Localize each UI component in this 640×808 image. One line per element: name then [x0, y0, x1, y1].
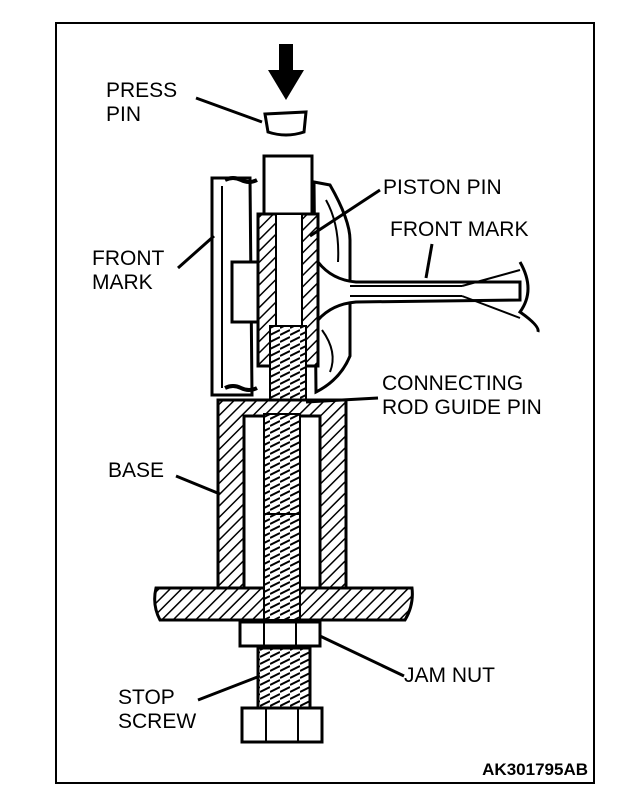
- front-mark-right-leader: [424, 243, 434, 279]
- piston-pin-leader: [309, 188, 381, 238]
- guide-pin-leader: [305, 396, 379, 404]
- front-mark-left-leader: [177, 234, 215, 270]
- leader-lines: [175, 96, 434, 702]
- diagram-frame: [55, 22, 595, 784]
- press-pin: [263, 110, 308, 137]
- front-mark-right-label: FRONT MARK: [390, 218, 529, 241]
- connecting-rod: [316, 257, 540, 333]
- jam-nut: [238, 620, 322, 648]
- press-arrow-icon: [268, 44, 304, 100]
- base-plate: [153, 513, 414, 622]
- jam-nut-label: JAM NUT: [404, 664, 495, 687]
- base: [216, 398, 348, 590]
- base-leader: [175, 474, 221, 496]
- stop-screw: [240, 646, 324, 744]
- press-pin-leader: [195, 96, 263, 124]
- piston-pin-label: PISTON PIN: [383, 176, 502, 199]
- stop-screw-leader: [197, 674, 261, 702]
- base-label: BASE: [108, 459, 165, 482]
- jam-nut-leader: [319, 634, 405, 678]
- figure-code: AK301795AB: [482, 760, 588, 779]
